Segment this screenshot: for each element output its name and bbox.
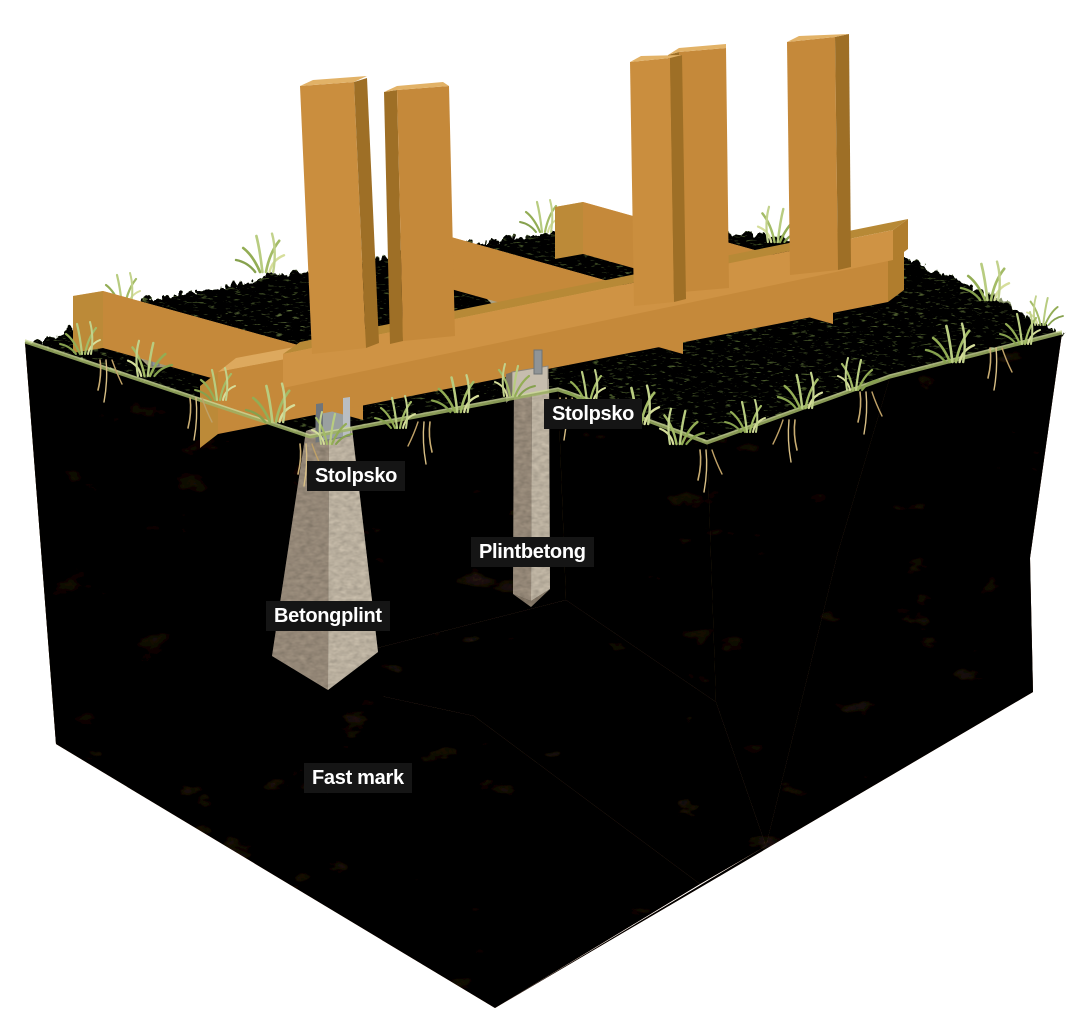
soil-block — [25, 333, 1062, 1008]
label-stolpsko-right: Stolpsko — [544, 399, 643, 429]
soil-left-cut-face — [25, 342, 322, 744]
label-stolpsko-left: Stolpsko — [307, 461, 406, 491]
stolpsko-bracket-plinth2 — [506, 349, 549, 403]
plinth2-left-face — [513, 380, 532, 601]
soil-lower-front-face — [56, 662, 700, 1008]
plate-front-face — [283, 230, 893, 388]
pit-back-wall — [558, 390, 716, 702]
plate-right-end-face — [893, 219, 908, 260]
post2-front-face — [397, 86, 455, 341]
pit-right-wall — [707, 377, 890, 846]
turf-edge-highlight — [24, 330, 1063, 442]
post-3 — [630, 55, 686, 306]
soil-front-right-face — [495, 333, 1062, 1008]
label-plintbetong: Plintbetong — [471, 537, 594, 567]
post1-side-face — [354, 78, 379, 348]
post4-top-face — [668, 44, 726, 55]
bracket-bolt-icon — [533, 349, 543, 375]
post1-front-face — [300, 82, 366, 354]
post5-front-face — [787, 37, 838, 275]
post5-top-face — [787, 34, 849, 42]
label-betongplint: Betongplint — [266, 601, 390, 631]
wall-posts — [300, 34, 851, 354]
post2-top-face — [384, 82, 449, 92]
post-5 — [787, 34, 851, 275]
post3-front-face — [630, 58, 674, 306]
joist3-end-face — [555, 202, 583, 259]
post4-front-face — [679, 48, 729, 292]
plinth2-bottom-tip — [513, 589, 550, 607]
post3-side-face — [670, 55, 686, 302]
post-2 — [384, 82, 455, 344]
excavation-bench-floor — [322, 600, 766, 884]
post2-side-face — [384, 90, 403, 344]
post3-top-face — [630, 55, 682, 62]
pit-left-wall — [310, 390, 566, 662]
post-1 — [300, 76, 379, 354]
label-fast-mark: Fast mark — [304, 763, 412, 793]
post5-side-face — [835, 34, 851, 270]
post1-top-face — [300, 76, 367, 86]
beam-left-end-face — [200, 372, 218, 448]
